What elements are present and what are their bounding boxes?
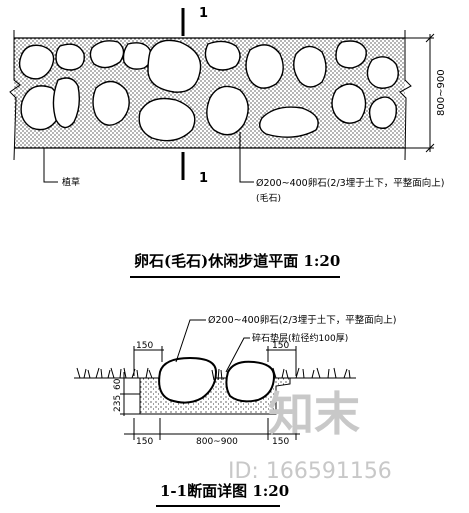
section-stone-left: [158, 356, 218, 404]
watermark-brand: 知末: [268, 387, 360, 441]
watermark: 知末 ID: 166591156: [228, 387, 392, 484]
section-view: 150 150 235 60 150 800~900 150 Ø200~400卵…: [74, 314, 396, 507]
dim-depth: 235: [113, 395, 123, 412]
plan-leaders: [43, 132, 254, 183]
break-line-right: [399, 30, 412, 161]
dim-bottom-mid: 800~900: [196, 437, 238, 447]
dim-bottom-left: 150: [136, 437, 153, 447]
width-dimension: [405, 33, 435, 153]
section-stone-right: [225, 360, 276, 403]
plan-stone: [138, 97, 196, 142]
plan-stone-note-sub: (毛石): [256, 192, 281, 204]
watermark-id: ID: 166591156: [228, 459, 392, 484]
plan-stone: [122, 42, 152, 70]
bottom-dimensions: [124, 418, 300, 440]
plan-stone-note: Ø200~400卵石(2/3埋于土下，平整面向上): [256, 177, 444, 189]
depth-dimension: [120, 372, 140, 416]
section-bed-note: 碎石垫层(粒径约100厚): [252, 332, 348, 344]
grass-left: [76, 367, 153, 379]
grass-middle: [211, 368, 229, 381]
plan-stone: [293, 45, 327, 88]
plan-stone: [52, 77, 81, 129]
section-stone-note: Ø200~400卵石(2/3埋于土下，平整面向上): [208, 314, 396, 326]
plan-stone: [204, 40, 241, 71]
section-mark-bottom: 1: [199, 171, 208, 186]
plan-stone: [335, 40, 367, 69]
plan-stone: [55, 43, 85, 71]
top-dimensions: [133, 346, 297, 376]
plan-stone: [259, 106, 319, 138]
dim-depth2: 60: [113, 378, 123, 390]
plan-stone: [368, 96, 397, 129]
dim-top-right: 150: [272, 341, 289, 351]
grass-right: [272, 367, 351, 379]
edge-label: 植草: [62, 176, 80, 188]
plan-stone: [366, 56, 399, 89]
width-dim-label: 800~900: [436, 69, 447, 116]
plan-stone: [92, 80, 130, 126]
plan-stone: [147, 39, 202, 93]
plan-stone: [18, 44, 55, 80]
plan-view: 1 1 800~900 植草 Ø200~400卵石(2/3埋于土下，平整面向上)…: [9, 6, 447, 278]
dim-bottom-right: 150: [272, 437, 289, 447]
plan-stone: [331, 83, 367, 124]
section-mark-top: 1: [199, 6, 208, 21]
section-title: 1-1断面详图 1:20: [160, 482, 289, 500]
plan-stone: [206, 85, 249, 136]
plan-stone: [245, 44, 284, 89]
plan-stone: [89, 40, 125, 69]
section-leaders: [175, 319, 250, 373]
plan-stones: [18, 39, 399, 142]
dim-top-left: 150: [136, 341, 153, 351]
plan-title: 卵石(毛石)休闲步道平面 1:20: [134, 252, 340, 270]
break-line-left: [9, 30, 21, 161]
